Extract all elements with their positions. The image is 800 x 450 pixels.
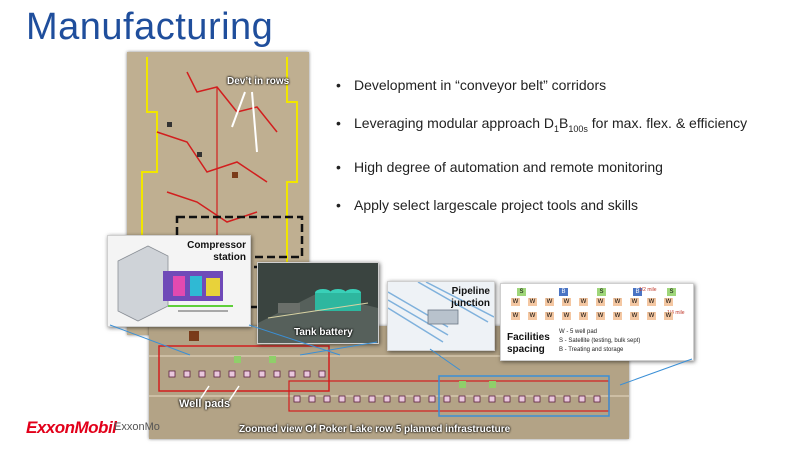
grid-well-cell: W xyxy=(562,298,571,306)
slide-title: Manufacturing xyxy=(26,6,274,48)
grid-well-cell: W xyxy=(528,312,537,320)
bullet-item: Leveraging modular approach D1B100s for … xyxy=(336,114,786,138)
bullet-item: High degree of automation and remote mon… xyxy=(336,158,786,176)
legend-item: B - Treating and storage xyxy=(559,347,624,353)
inset-pipeline-junction: Pipeline junction xyxy=(387,281,495,351)
grid-well-cell: W xyxy=(647,312,656,320)
grid-well-cell: W xyxy=(613,312,622,320)
grid-well-cell: W xyxy=(511,298,520,306)
grid-well-cell: W xyxy=(630,312,639,320)
legend-item: W - 5 well pad xyxy=(559,329,598,335)
grid-well-cell: W xyxy=(630,298,639,306)
inset-tank-battery: Tank battery xyxy=(257,262,379,344)
grid-satellite-cell: S xyxy=(667,288,676,296)
grid-well-cell: W xyxy=(545,312,554,320)
grid-treating-cell: B xyxy=(559,288,568,296)
inset-compressor-station: Compressor station xyxy=(107,235,251,327)
tank-battery-label: Tank battery xyxy=(294,327,353,338)
grid-well-cell: W xyxy=(647,298,656,306)
footer-text: ExxonMo xyxy=(114,421,160,433)
bullet-item: Development in “conveyor belt” corridors xyxy=(336,76,786,94)
grid-well-cell: W xyxy=(596,298,605,306)
grid-well-cell: W xyxy=(511,312,520,320)
grid-well-cell: W xyxy=(579,298,588,306)
pipeline-junction-graphic xyxy=(387,281,495,350)
map-caption: Zoomed view Of Poker Lake row 5 planned … xyxy=(239,424,511,435)
scale-quarter-mile: 1/4 mile xyxy=(667,310,685,316)
grid-well-cell: W xyxy=(528,298,537,306)
tank-battery-graphic xyxy=(258,263,378,343)
grid-well-cell: W xyxy=(545,298,554,306)
grid-well-cell: W xyxy=(613,298,622,306)
grid-well-cell: W xyxy=(579,312,588,320)
grid-satellite-cell: S xyxy=(597,288,606,296)
facilities-legend: W - 5 well pad S - Satellite (testing, b… xyxy=(559,328,640,355)
grid-well-cell: W xyxy=(664,312,673,320)
devt-in-rows-label: Dev’t in rows xyxy=(227,76,290,87)
facilities-grid: S B S B S 1/2 mile 1/4 mile W W W W W W … xyxy=(507,287,691,324)
compressor-station-label: Compressor station xyxy=(187,240,246,263)
grid-treating-cell: B xyxy=(633,288,642,296)
bullet-item: Apply select largescale project tools an… xyxy=(336,196,786,214)
legend-item: S - Satellite (testing, bulk sept) xyxy=(559,338,641,344)
well-pad-row: W W W W W W W W W W xyxy=(511,312,691,320)
well-pad-row: W W W W W W W W W W xyxy=(511,298,691,306)
compressor-station-graphic xyxy=(108,236,250,326)
grid-satellite-cell: S xyxy=(517,288,526,296)
scale-half-mile: 1/2 mile xyxy=(639,287,657,293)
well-pads-label: Well pads xyxy=(179,398,231,410)
grid-well-cell: W xyxy=(664,298,673,306)
pipeline-junction-label: Pipeline junction xyxy=(451,286,490,309)
bullet-list: Development in “conveyor belt” corridors… xyxy=(336,76,786,234)
grid-well-cell: W xyxy=(562,312,571,320)
inset-facilities-spacing: S B S B S 1/2 mile 1/4 mile W W W W W W … xyxy=(500,283,694,361)
exxonmobil-logo: ExxonMobil xyxy=(26,418,117,437)
grid-well-cell: W xyxy=(596,312,605,320)
facilities-spacing-label: Facilities spacing xyxy=(507,332,550,355)
